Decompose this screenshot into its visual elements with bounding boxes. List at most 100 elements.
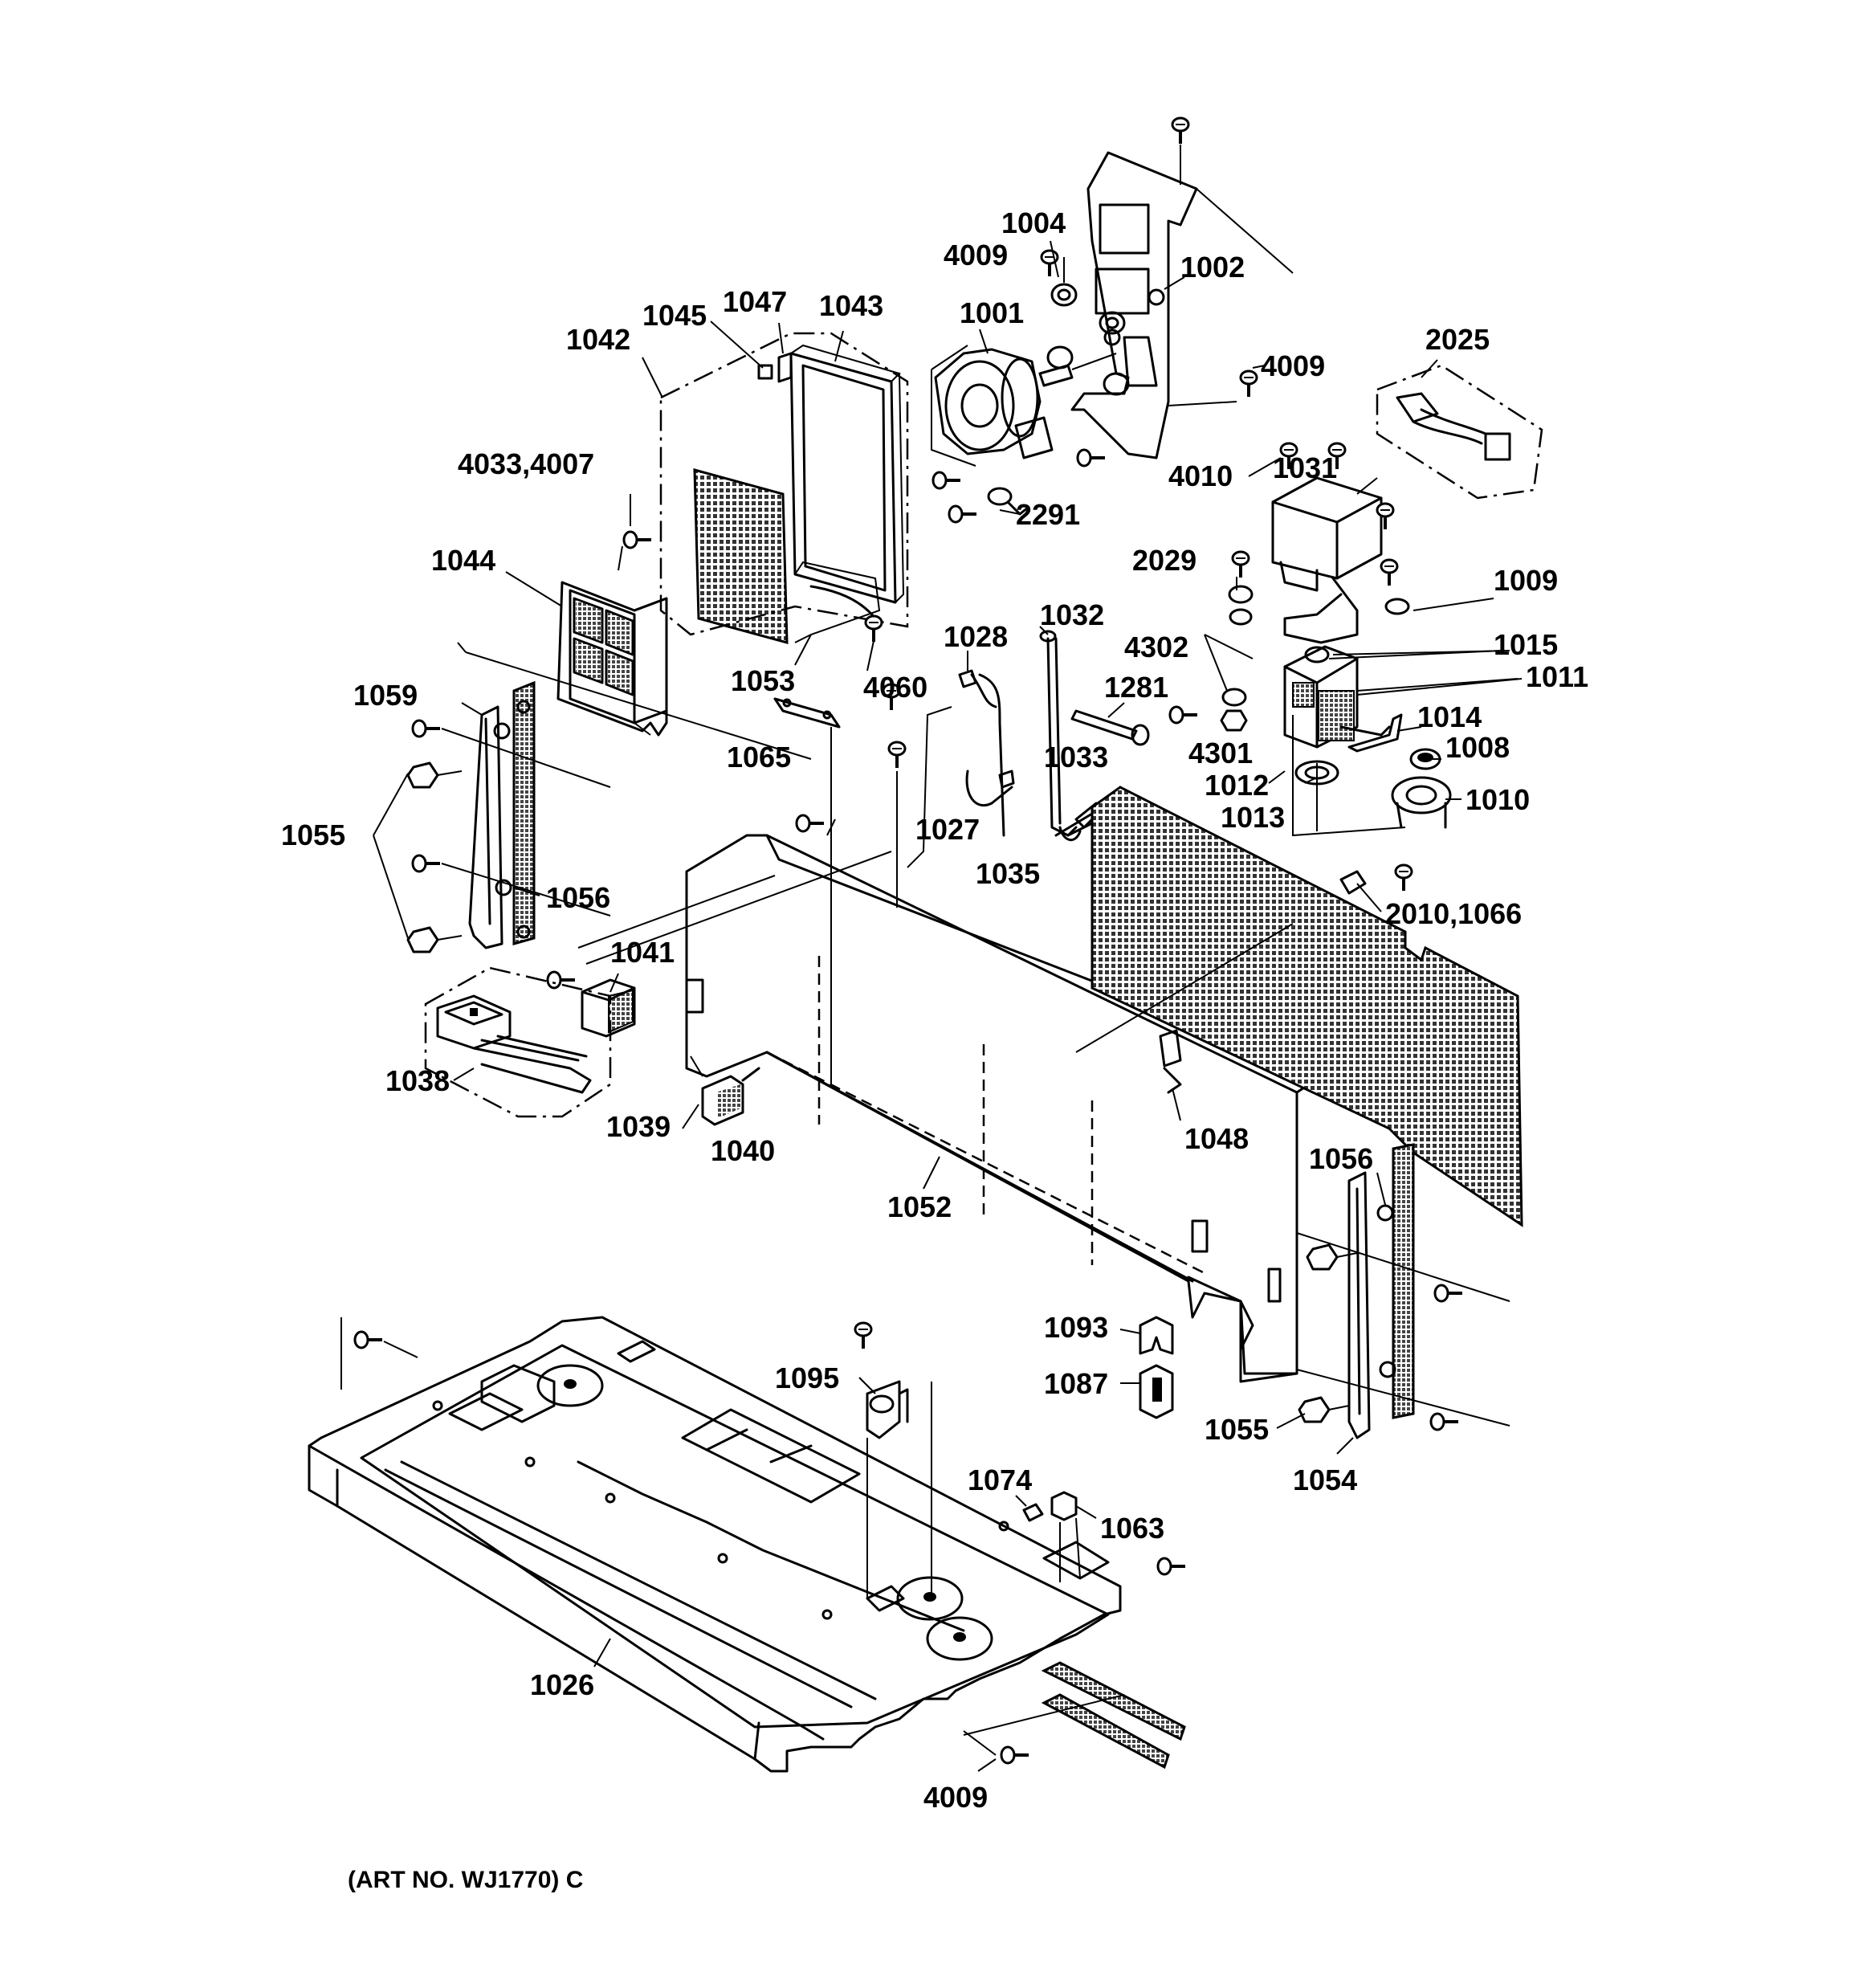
leader-lines bbox=[373, 240, 1523, 1772]
callout-labels: 1004 4009 1002 1001 1047 1043 1045 1042 … bbox=[281, 206, 1588, 1893]
wire-1053 bbox=[794, 561, 881, 643]
callout-1043: 1043 bbox=[819, 289, 883, 322]
callout-1093: 1093 bbox=[1044, 1311, 1108, 1344]
callout-1056-right: 1056 bbox=[1309, 1142, 1373, 1175]
callout-2029: 2029 bbox=[1132, 544, 1196, 577]
skid-strips bbox=[1041, 1661, 1186, 1770]
clip-1048 bbox=[1159, 1029, 1182, 1094]
screw-icon bbox=[1239, 369, 1258, 398]
screw-icon bbox=[1168, 705, 1199, 725]
callout-1055-left: 1055 bbox=[281, 818, 345, 851]
callout-1053: 1053 bbox=[731, 664, 795, 697]
screw-icon bbox=[795, 814, 826, 833]
side-bracket-1054 bbox=[1347, 1171, 1371, 1439]
callout-1047: 1047 bbox=[723, 285, 787, 318]
screw-icon bbox=[887, 741, 907, 769]
screw-icon bbox=[1156, 1557, 1187, 1576]
screw-icon bbox=[1433, 1284, 1464, 1303]
switch-1041 bbox=[581, 978, 636, 1038]
base-1010 bbox=[1391, 776, 1452, 829]
screw-icon bbox=[1171, 116, 1190, 145]
switch-assembly-1011 bbox=[1283, 645, 1519, 831]
screw-icon bbox=[411, 854, 442, 873]
bracket-1014 bbox=[1347, 713, 1403, 753]
screw-icon bbox=[1000, 1745, 1030, 1765]
bracket-1065 bbox=[773, 697, 841, 729]
callout-1008: 1008 bbox=[1445, 731, 1510, 764]
clip-1045 bbox=[757, 364, 773, 380]
duct-panel-1052 bbox=[685, 834, 1311, 1383]
callout-4009-bottom: 4009 bbox=[923, 1781, 988, 1814]
callout-1011: 1011 bbox=[1526, 660, 1588, 693]
mesh-screen-panel bbox=[1090, 786, 1523, 1227]
transformer-1031 bbox=[1271, 476, 1383, 644]
callout-1004: 1004 bbox=[1001, 206, 1066, 239]
callout-1054: 1054 bbox=[1293, 1463, 1357, 1496]
filter-strip-1056-left bbox=[512, 680, 536, 945]
callout-4060: 4060 bbox=[863, 671, 927, 704]
callout-2291: 2291 bbox=[1016, 498, 1080, 531]
callout-1038: 1038 bbox=[385, 1064, 450, 1097]
rod-1281 bbox=[1070, 709, 1150, 746]
wire-harness-2025 bbox=[1376, 364, 1543, 500]
screw-icon bbox=[948, 504, 978, 524]
callout-1039: 1039 bbox=[606, 1110, 671, 1143]
group-outline-1042 bbox=[659, 332, 909, 636]
callout-2010-1066: 2010,1066 bbox=[1385, 897, 1522, 930]
filter-mesh-1042 bbox=[693, 468, 789, 644]
clip-2010 bbox=[1339, 870, 1367, 895]
callout-4033-4007: 4033,4007 bbox=[458, 447, 594, 480]
screw-icon bbox=[1231, 550, 1250, 579]
screw-icon bbox=[1376, 502, 1395, 531]
callout-1074: 1074 bbox=[968, 1463, 1032, 1496]
callout-1087: 1087 bbox=[1044, 1367, 1108, 1400]
grommet-1087 bbox=[1139, 1364, 1174, 1419]
screw-icon bbox=[1429, 1412, 1460, 1431]
callout-1035: 1035 bbox=[976, 857, 1040, 890]
callout-4301: 4301 bbox=[1188, 737, 1253, 769]
callout-1048: 1048 bbox=[1184, 1122, 1249, 1155]
callout-1009: 1009 bbox=[1494, 564, 1558, 597]
group-outline-1038 bbox=[424, 966, 612, 1118]
filter-frame-1043 bbox=[789, 344, 905, 604]
wire-1027 bbox=[965, 673, 1015, 837]
callout-1056-left: 1056 bbox=[546, 881, 610, 914]
screw-icon bbox=[622, 530, 653, 549]
callout-1059: 1059 bbox=[353, 679, 418, 712]
callout-4302: 4302 bbox=[1124, 631, 1188, 663]
screw-icon bbox=[1394, 863, 1413, 892]
callout-1002: 1002 bbox=[1180, 251, 1245, 284]
callout-4009-top: 4009 bbox=[944, 239, 1008, 271]
base-pan-1026 bbox=[308, 1316, 1122, 1773]
clip-1074 bbox=[1022, 1503, 1044, 1522]
screw-icon bbox=[411, 719, 442, 738]
callout-1045: 1045 bbox=[642, 299, 707, 332]
callout-1063: 1063 bbox=[1100, 1512, 1164, 1545]
callout-1012: 1012 bbox=[1205, 769, 1269, 802]
callout-2025: 2025 bbox=[1425, 323, 1490, 356]
screw-icon bbox=[353, 1330, 384, 1349]
callout-1095: 1095 bbox=[775, 1361, 839, 1394]
callout-1010: 1010 bbox=[1466, 783, 1530, 816]
grommets-1004 bbox=[1046, 257, 1130, 396]
clip-1047 bbox=[777, 352, 793, 383]
callout-1052: 1052 bbox=[887, 1190, 952, 1223]
callout-1055-right: 1055 bbox=[1205, 1413, 1269, 1446]
grommet-1093 bbox=[1139, 1316, 1174, 1355]
tray-1038 bbox=[436, 994, 592, 1094]
hex-screw-1055-right bbox=[1298, 1243, 1358, 1423]
callout-1033: 1033 bbox=[1044, 741, 1108, 774]
screw-icon bbox=[854, 1321, 873, 1350]
screw-icon bbox=[546, 970, 577, 990]
callout-1040: 1040 bbox=[711, 1134, 775, 1167]
callout-1028: 1028 bbox=[944, 620, 1008, 653]
callout-4009-right: 4009 bbox=[1261, 349, 1325, 382]
screw-icon bbox=[1380, 558, 1399, 587]
callout-1026: 1026 bbox=[530, 1668, 594, 1701]
callout-4010: 4010 bbox=[1168, 459, 1233, 492]
callout-1281: 1281 bbox=[1104, 671, 1168, 704]
connector-1040 bbox=[701, 1067, 760, 1126]
filter-strip-1056-right bbox=[1376, 1143, 1415, 1419]
art-number: (ART NO. WJ1770) C bbox=[348, 1867, 583, 1893]
